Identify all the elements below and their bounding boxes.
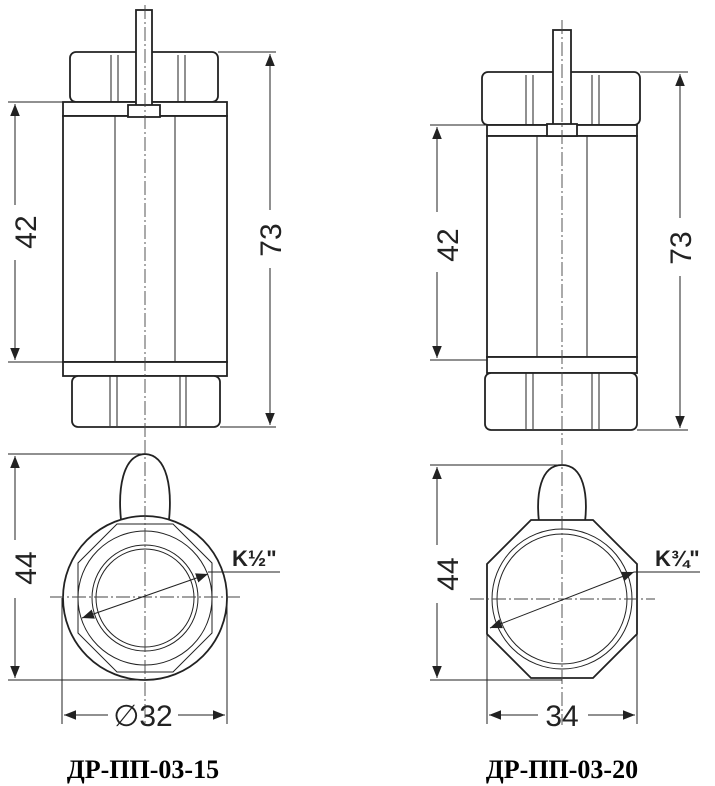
dim-diameter: ∅32 [113,700,173,733]
dim-width: 34 [545,700,578,733]
dim-total-length: 73 [665,231,698,264]
stem [135,9,153,107]
model-title: ДР-ПП-03-15 [67,755,219,784]
thread-label: K½" [232,546,277,571]
dim-body-length: 42 [432,228,465,261]
dim-height: 44 [10,551,43,584]
model-15-end-view: K½" 44 ∅32 [8,440,280,733]
model-20-end-view: K¾" 44 34 [430,450,700,733]
model-15-side-view: 42 73 [8,5,288,440]
model-title: ДР-ПП-03-20 [486,755,638,784]
dim-height: 44 [432,557,465,590]
dim-body-length: 42 [10,215,43,248]
dim-total-length: 73 [255,223,288,256]
thread-label: K¾" [655,546,700,571]
model-20-side-view: 42 73 [430,20,698,445]
